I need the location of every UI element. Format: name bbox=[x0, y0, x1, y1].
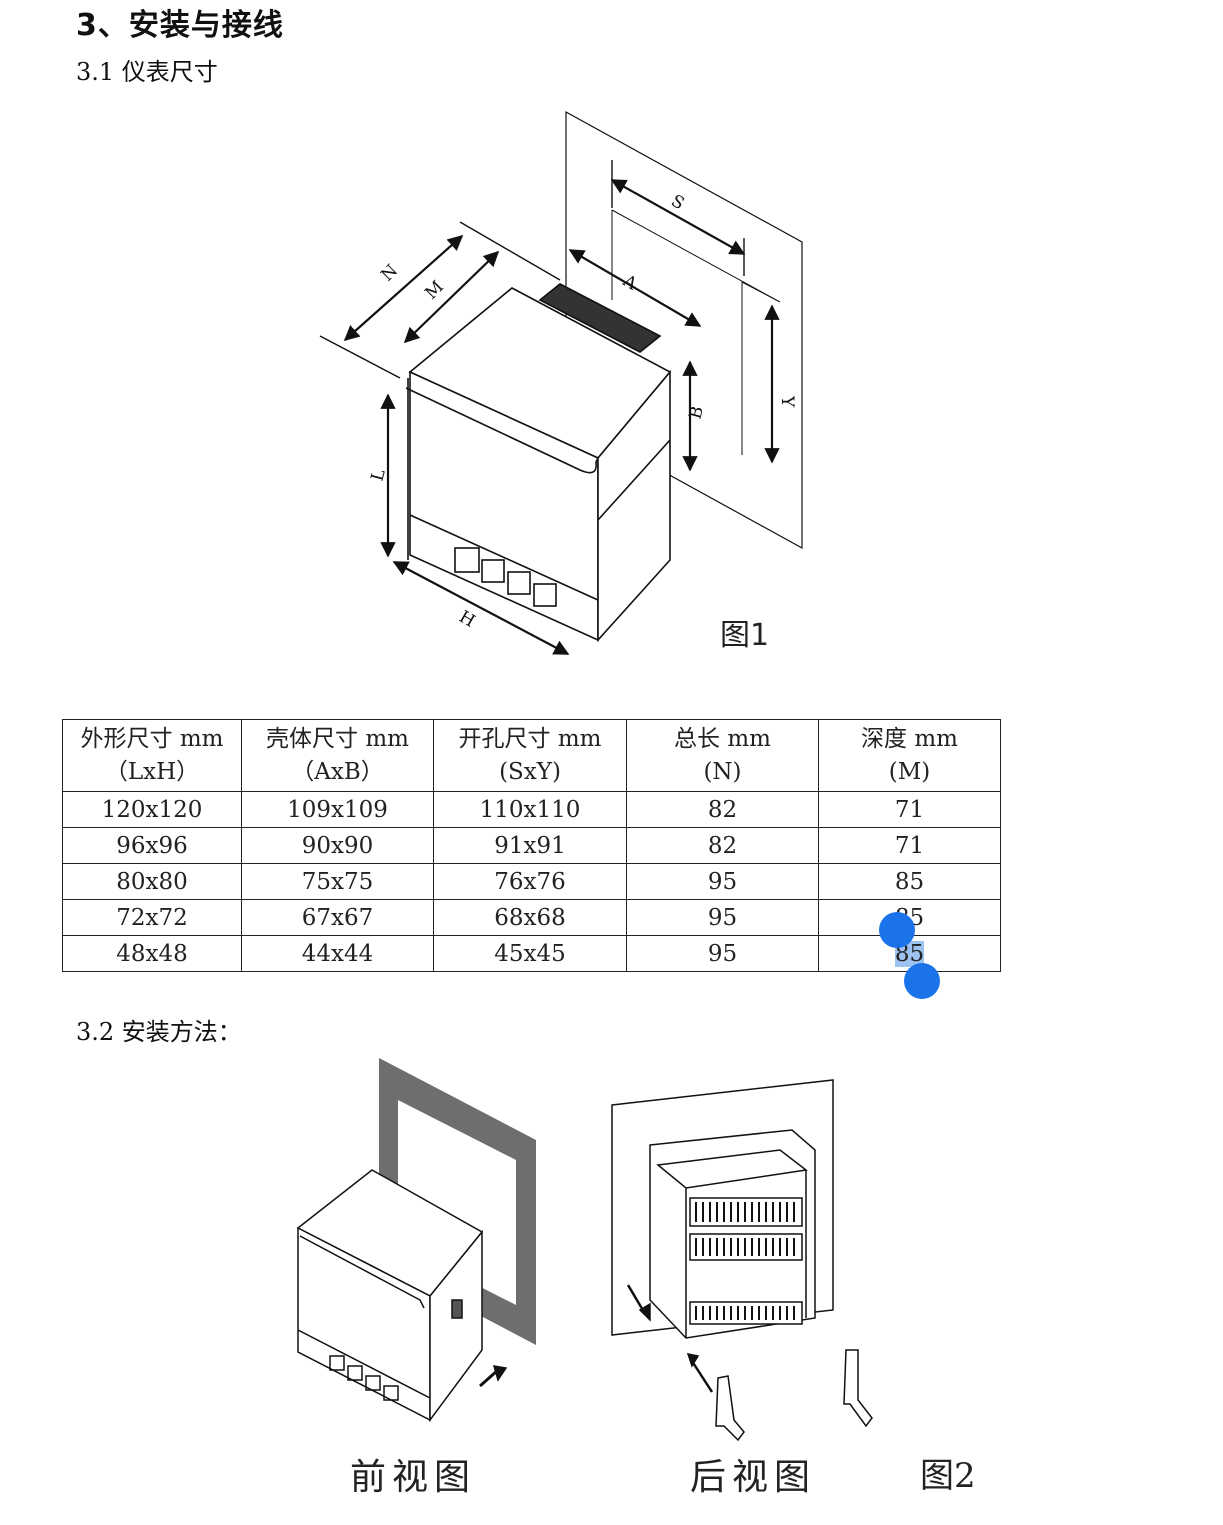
front-view-label: 前视图 bbox=[350, 1457, 477, 1498]
table-header-cell: 开孔尺寸 mm(SxY) bbox=[433, 719, 627, 792]
table-row: 96x96 90x90 91x91 82 71 bbox=[62, 827, 1001, 864]
table-row: 72x72 67x67 68x68 95 85 bbox=[62, 899, 1001, 936]
table-cell[interactable]: 110x110 bbox=[433, 791, 627, 828]
table-cell[interactable]: 71 bbox=[818, 791, 1001, 828]
dim-label-a: A bbox=[619, 271, 641, 295]
table-cell[interactable]: 85 bbox=[818, 863, 1001, 900]
table-cell[interactable]: 75x75 bbox=[241, 863, 434, 900]
table-cell[interactable]: 71 bbox=[818, 827, 1001, 864]
table-cell[interactable]: 68x68 bbox=[433, 899, 627, 936]
table-header-cell: 外形尺寸 mm（LxH） bbox=[62, 719, 242, 792]
table-header-row: 外形尺寸 mm（LxH） 壳体尺寸 mm（AxB） 开孔尺寸 mm(SxY) 总… bbox=[62, 719, 1001, 792]
table-row: 120x120 109x109 110x110 82 71 bbox=[62, 791, 1001, 828]
subsection-title-dimensions: 3.1 仪表尺寸 bbox=[76, 58, 218, 86]
table-row: 80x80 75x75 76x76 95 85 bbox=[62, 863, 1001, 900]
table-cell[interactable]: 109x109 bbox=[241, 791, 434, 828]
table-cell[interactable]: 72x72 bbox=[62, 899, 242, 936]
table-cell[interactable]: 95 bbox=[626, 863, 819, 900]
section-heading: 3、安装与接线 bbox=[76, 8, 284, 43]
back-view-label: 后视图 bbox=[690, 1457, 817, 1498]
table-cell[interactable]: 45x45 bbox=[433, 935, 627, 972]
table-cell[interactable]: 80x80 bbox=[62, 863, 242, 900]
selection-start-handle[interactable] bbox=[879, 912, 915, 948]
dim-label-s: S bbox=[668, 191, 688, 214]
table-cell[interactable]: 76x76 bbox=[433, 863, 627, 900]
subsection-title-installation: 3.2 安装方法： bbox=[76, 1018, 242, 1046]
figure-1-caption: 图1 bbox=[720, 618, 770, 653]
dim-label-m: M bbox=[421, 277, 447, 303]
table-cell[interactable]: 82 bbox=[626, 791, 819, 828]
meter-dimension-figure: N M A S B Y L H bbox=[319, 110, 803, 655]
table-cell[interactable]: 67x67 bbox=[241, 899, 434, 936]
table-cell[interactable]: 95 bbox=[626, 935, 819, 972]
table-cell[interactable]: 120x120 bbox=[62, 791, 242, 828]
dim-label-h: H bbox=[456, 607, 479, 632]
dimension-table: 外形尺寸 mm（LxH） 壳体尺寸 mm（AxB） 开孔尺寸 mm(SxY) 总… bbox=[62, 719, 1001, 972]
dim-label-l: L bbox=[368, 467, 390, 483]
dim-label-y: Y bbox=[777, 395, 797, 408]
dim-label-n: N bbox=[377, 261, 402, 286]
table-cell[interactable]: 48x48 bbox=[62, 935, 242, 972]
selection-end-handle[interactable] bbox=[904, 963, 940, 999]
table-cell[interactable]: 95 bbox=[626, 899, 819, 936]
table-header-cell: 深度 mm(M) bbox=[818, 719, 1001, 792]
dim-label-b: B bbox=[686, 404, 709, 421]
installation-figure bbox=[296, 1058, 873, 1442]
table-row: 48x48 44x44 45x45 95 85 bbox=[62, 935, 1001, 972]
table-cell[interactable]: 96x96 bbox=[62, 827, 242, 864]
table-cell[interactable]: 90x90 bbox=[241, 827, 434, 864]
table-cell[interactable]: 91x91 bbox=[433, 827, 627, 864]
table-header-cell: 总长 mm(N) bbox=[626, 719, 819, 792]
figure-2-caption: 图2 bbox=[920, 1456, 976, 1496]
table-header-cell: 壳体尺寸 mm（AxB） bbox=[241, 719, 434, 792]
table-cell[interactable]: 44x44 bbox=[241, 935, 434, 972]
table-cell[interactable]: 82 bbox=[626, 827, 819, 864]
